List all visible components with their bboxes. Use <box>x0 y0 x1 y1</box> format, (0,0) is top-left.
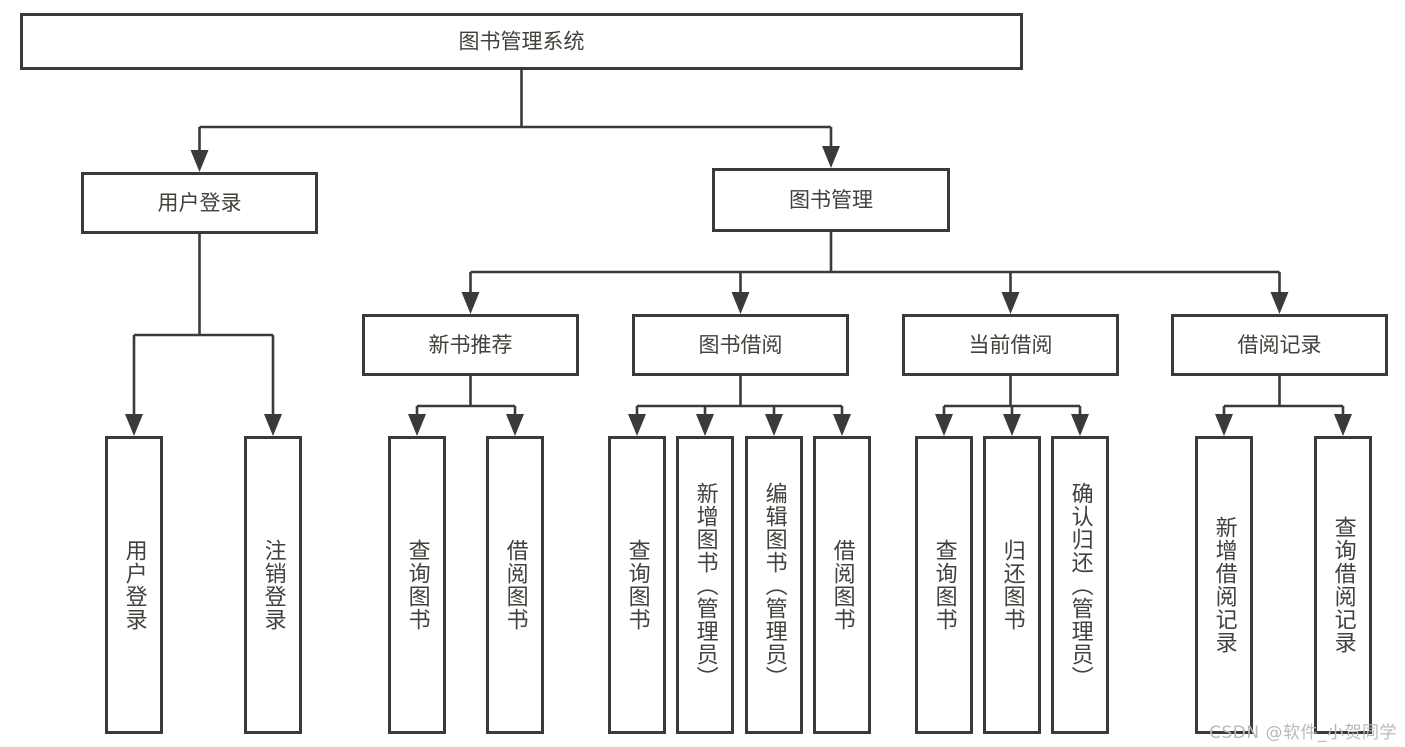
arrow-head-icon <box>1270 292 1289 314</box>
node-label-current-borrow: 当前借阅 <box>969 333 1053 357</box>
node-box-current-borrow[interactable] <box>902 314 1119 376</box>
arrow-head-icon <box>765 414 783 436</box>
arrow-head-icon <box>125 414 143 436</box>
leaf-box-leaf-add-book-admin[interactable] <box>676 436 734 734</box>
node-box-book-management[interactable] <box>712 168 950 232</box>
arrow-head-icon <box>1334 414 1352 436</box>
node-label-root: 图书管理系统 <box>459 30 585 54</box>
arrow-head-icon <box>696 414 714 436</box>
arrow-head-icon <box>822 146 840 168</box>
node-box-layer <box>20 13 1388 734</box>
arrow-head-icon <box>408 414 426 436</box>
node-box-new-book-recommend[interactable] <box>362 314 579 376</box>
arrow-head-icon <box>628 414 646 436</box>
node-box-user-login[interactable] <box>81 172 318 234</box>
arrow-head-icon <box>506 414 524 436</box>
arrow-head-icon <box>731 292 750 314</box>
arrow-head-icon <box>1215 414 1233 436</box>
leaf-box-leaf-return-books[interactable] <box>983 436 1041 734</box>
leaf-box-leaf-borrow-books-2[interactable] <box>813 436 871 734</box>
leaf-box-leaf-confirm-return-admin[interactable] <box>1051 436 1109 734</box>
arrow-head-icon <box>1003 414 1021 436</box>
leaf-box-leaf-borrow-books-1[interactable] <box>486 436 544 734</box>
leaf-box-leaf-user-logout[interactable] <box>244 436 302 734</box>
node-label-book-management: 图书管理 <box>789 188 873 212</box>
connector-layer <box>125 70 1352 436</box>
leaf-box-leaf-query-books-2[interactable] <box>608 436 666 734</box>
node-box-borrow-records[interactable] <box>1171 314 1388 376</box>
watermark-text: CSDN @软件_小贺同学 <box>1209 723 1397 743</box>
node-label-user-login: 用户登录 <box>158 191 242 215</box>
arrow-head-icon <box>1071 414 1089 436</box>
arrow-head-icon <box>833 414 851 436</box>
leaf-box-leaf-query-borrow-record[interactable] <box>1314 436 1372 734</box>
node-box-root[interactable] <box>20 13 1023 70</box>
leaf-box-leaf-edit-book-admin[interactable] <box>745 436 803 734</box>
node-box-book-borrow[interactable] <box>632 314 849 376</box>
node-label-book-borrow: 图书借阅 <box>699 333 783 357</box>
leaf-box-leaf-user-login[interactable] <box>105 436 163 734</box>
arrow-head-icon <box>264 414 282 436</box>
node-label-borrow-records: 借阅记录 <box>1238 333 1322 357</box>
leaf-box-leaf-query-books-3[interactable] <box>915 436 973 734</box>
arrow-head-icon <box>461 292 480 314</box>
arrow-head-icon <box>935 414 953 436</box>
leaf-box-leaf-query-books-1[interactable] <box>388 436 446 734</box>
arrow-head-icon <box>190 150 209 172</box>
leaf-box-leaf-add-borrow-record[interactable] <box>1195 436 1253 734</box>
node-label-new-book-recommend: 新书推荐 <box>429 333 513 357</box>
arrow-head-icon <box>1001 292 1020 314</box>
